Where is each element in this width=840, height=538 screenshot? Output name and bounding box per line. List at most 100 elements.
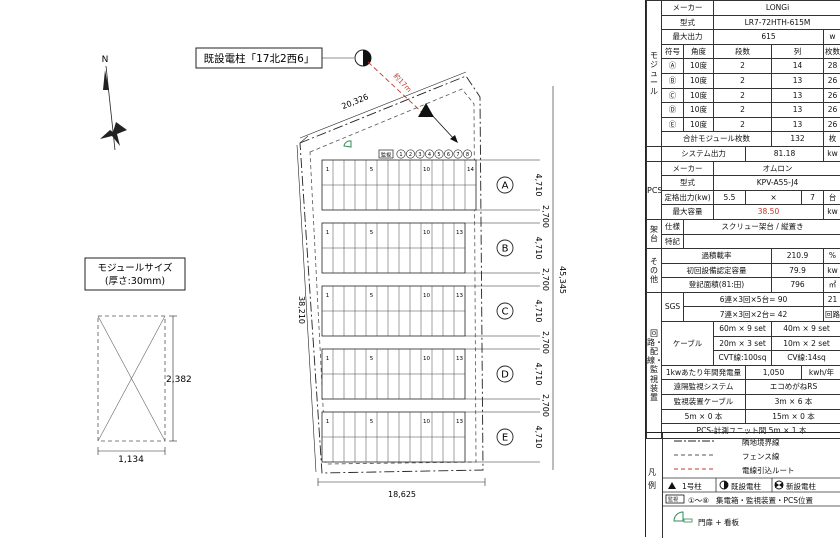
column-tick-label: 10 <box>423 419 430 425</box>
sgs-line-2: 7連×3回×2台= 42 <box>684 307 824 322</box>
column-tick-label: 5 <box>370 230 374 236</box>
row-height-dim: 4,710 <box>534 300 543 323</box>
column-tick-label: 10 <box>423 230 430 236</box>
pcs-maker-value: オムロン <box>714 161 840 176</box>
power-route-line <box>368 62 427 117</box>
box-marker-number: 2 <box>409 152 412 158</box>
column-tick-label: 14 <box>467 167 474 173</box>
column-tick-label: 10 <box>423 293 430 299</box>
gate-icon <box>344 141 351 147</box>
overload-unit: % <box>824 249 840 264</box>
model-label: 型式 <box>662 15 714 30</box>
row-letter: C <box>502 307 509 318</box>
spec-table-panel: モジュール メーカー LONGi 型式 LR7-72HTH-615M 最大出力 … <box>645 0 840 537</box>
cable-2b: 10m × 2 set <box>772 336 840 351</box>
rack-spec-label: 仕様 <box>662 219 684 234</box>
sgs-circuits-unit: 回路 <box>824 307 840 322</box>
approved-value: 79.9 <box>772 263 824 278</box>
cable-1a: 60m × 9 set <box>714 322 772 337</box>
column-tick-label: 13 <box>456 356 463 362</box>
row-height-dim: 4,710 <box>534 174 543 197</box>
annual-value: 1,050 <box>746 365 802 380</box>
top-dimension-line <box>300 72 466 138</box>
max-capacity-label: 最大容量 <box>662 205 714 220</box>
fence-line <box>310 89 476 464</box>
col-count: 枚数 <box>824 44 840 59</box>
route-distance: 約17m <box>392 71 414 94</box>
compass-star-icon <box>100 122 127 146</box>
left-side-dim: 38,210 <box>297 296 306 324</box>
column-tick-label: 10 <box>423 167 430 173</box>
notes-label: 特記 <box>662 234 684 249</box>
legend-pole1-text: 1号柱 <box>682 481 702 492</box>
area-value: 796 <box>772 278 824 293</box>
circuit-section-label: 回路・配線・監視装置 <box>647 292 662 438</box>
overload-value: 210.9 <box>772 249 824 264</box>
pcs-units: 7 <box>802 190 824 205</box>
legend-existing-text: 既設電柱 <box>731 481 761 492</box>
col-angle: 角度 <box>684 44 714 59</box>
pcs-maker-label: メーカー <box>662 161 714 176</box>
monitor-cable-15m: 15m × 0 本 <box>746 409 840 424</box>
column-tick-label: 5 <box>370 356 374 362</box>
cable-3b: CV線:14sq <box>772 351 840 366</box>
module-height-dim: 2,382 <box>166 375 192 385</box>
column-tick-label: 1 <box>326 419 330 425</box>
other-section-label: その他 <box>647 249 662 293</box>
pcs-model-value: KPV-A55-J4 <box>714 176 840 191</box>
column-tick-label: 1 <box>326 230 330 236</box>
module-width-dim: 1,134 <box>118 455 144 465</box>
system-output-value: 81.18 <box>746 146 824 161</box>
north-arrow-icon <box>103 70 109 90</box>
rack-section-label: 架台 <box>647 219 662 248</box>
monitor-box-label: 監視 <box>381 152 391 159</box>
max-output-label: 最大出力 <box>662 30 714 45</box>
column-tick-label: 1 <box>326 293 330 299</box>
legend-new-text: 新設電柱 <box>786 481 816 492</box>
box-marker-number: 4 <box>428 152 431 158</box>
monitor-cable-value: 3m × 6 本 <box>746 395 840 410</box>
column-tick-label: 1 <box>326 356 330 362</box>
legend-box-text: 集電箱・監視装置・PCS位置 <box>716 495 813 506</box>
legend-range-text: ①～⑧ <box>688 495 709 506</box>
legend-gate-icon <box>674 512 683 521</box>
maker-value: LONGi <box>714 1 840 16</box>
system-output-label: システム出力 <box>662 146 746 161</box>
sgs-line-1: 6連×3回×5台= 90 <box>684 292 824 307</box>
box-marker-number: 5 <box>437 152 440 158</box>
column-tick-label: 5 <box>370 419 374 425</box>
max-output-unit: w <box>824 30 840 45</box>
top-edge-dim: 20,326 <box>340 92 369 111</box>
right-side-dim: 45,345 <box>558 266 567 294</box>
cable-3a: CVT線:100sq <box>714 351 772 366</box>
max-capacity-unit: kw <box>824 205 840 220</box>
row-gap-dim: 2,700 <box>541 331 550 354</box>
sgs-circuits: 21 <box>824 292 840 307</box>
maker-label: メーカー <box>662 1 714 16</box>
module-size-title: モジュールサイズ <box>97 262 173 274</box>
pcs-section-label: PCS <box>647 161 662 219</box>
approved-label: 初回設備認定容量 <box>662 263 772 278</box>
max-output-value: 615 <box>714 30 824 45</box>
module-section-label: モジュール <box>647 1 662 147</box>
north-label: N <box>102 55 109 65</box>
total-value: 132 <box>772 132 824 147</box>
times-sign: × <box>746 190 802 205</box>
max-capacity-value: 38.50 <box>714 205 824 220</box>
area-unit: ㎡ <box>824 278 840 293</box>
system-output-unit: kw <box>824 146 840 161</box>
column-tick-label: 13 <box>456 230 463 236</box>
box-marker-number: 7 <box>456 152 459 158</box>
row-gap-dim: 2,700 <box>541 394 550 417</box>
cable-1b: 40m × 9 set <box>772 322 840 337</box>
col-tiers: 段数 <box>714 44 772 59</box>
remote-label: 遠隔監視システム <box>662 380 746 395</box>
legend-fence-text: フェンス線 <box>742 451 779 462</box>
